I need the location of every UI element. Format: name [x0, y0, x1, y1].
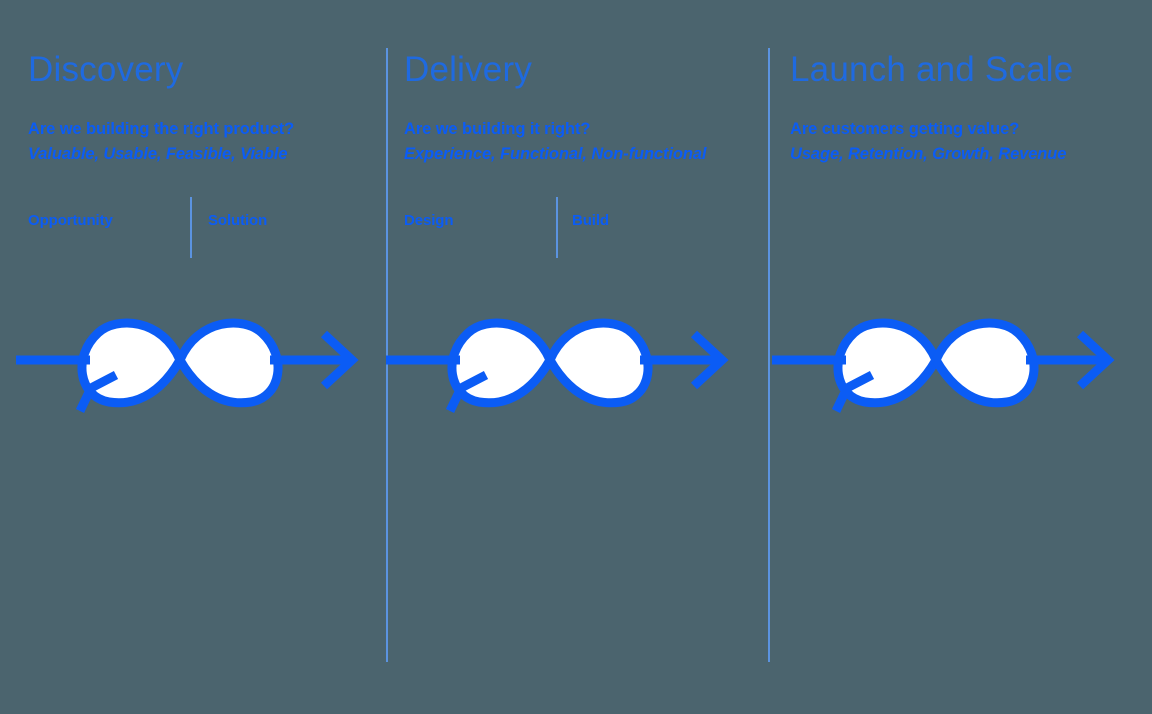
column-discovery: Discovery Are we building the right prod… — [0, 0, 386, 714]
infinity-loop-with-arrow-icon — [382, 300, 742, 420]
column-divider-1 — [386, 48, 388, 662]
infinity-loop-with-arrow-icon — [768, 300, 1128, 420]
phase-label-build: Build — [572, 212, 609, 229]
column-title-launch-and-scale: Launch and Scale — [790, 50, 1074, 89]
column-title-discovery: Discovery — [28, 50, 184, 89]
column-launch-and-scale: Launch and Scale Are customers getting v… — [768, 0, 1152, 714]
phase-label-design: Design — [404, 212, 454, 229]
column-delivery: Delivery Are we building it right? Exper… — [386, 0, 768, 714]
phase-divider-discovery — [190, 197, 192, 258]
column-attributes-delivery: Experience, Functional, Non-functional — [404, 145, 707, 163]
phase-row-discovery: Opportunity Solution — [28, 197, 376, 260]
phase-label-solution: Solution — [208, 212, 268, 229]
column-attributes-launch-and-scale: Usage, Retention, Growth, Revenue — [790, 145, 1067, 163]
column-question-discovery: Are we building the right product? — [28, 120, 295, 138]
column-divider-2 — [768, 48, 770, 662]
column-question-launch-and-scale: Are customers getting value? — [790, 120, 1020, 138]
phase-label-opportunity: Opportunity — [28, 212, 113, 229]
phase-divider-delivery — [556, 197, 558, 258]
column-attributes-discovery: Valuable, Usable, Feasible, Viable — [28, 145, 288, 163]
infinity-loop-with-arrow-icon — [12, 300, 372, 420]
column-title-delivery: Delivery — [404, 50, 533, 89]
phase-row-delivery: Design Build — [404, 197, 758, 260]
column-question-delivery: Are we building it right? — [404, 120, 591, 138]
